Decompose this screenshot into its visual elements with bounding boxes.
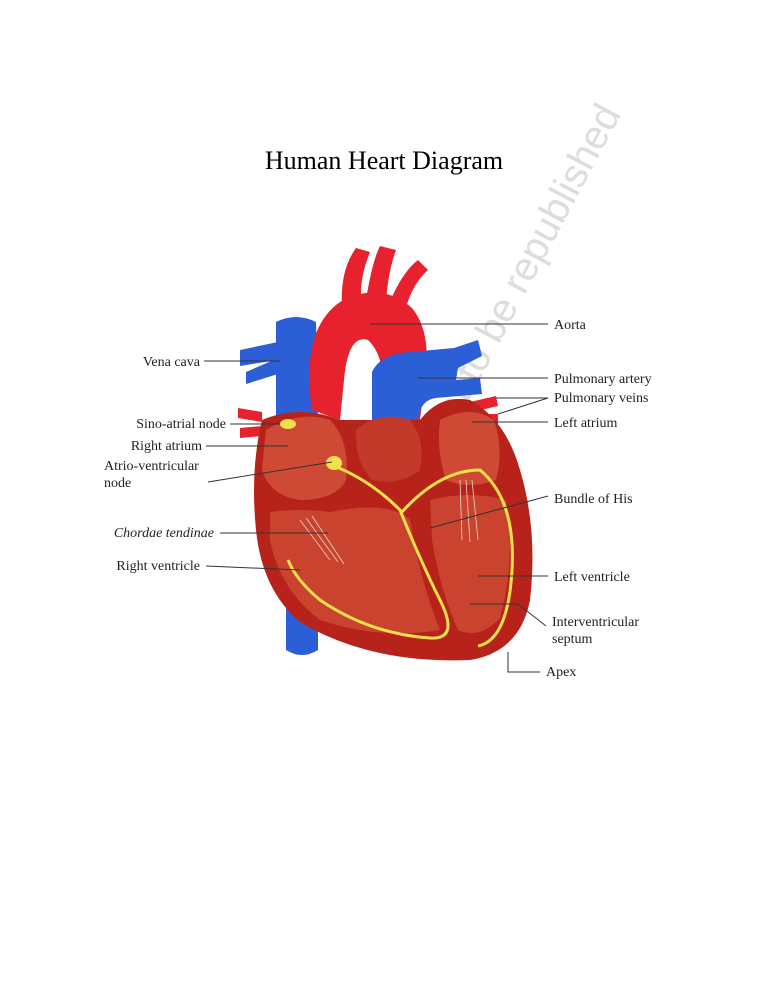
leader-apex [507, 652, 540, 673]
leader-bundle-of-his [429, 495, 549, 529]
leader-av-node [207, 461, 333, 483]
superior-vena-cava [276, 317, 318, 420]
bundle-branch-left [400, 468, 514, 648]
vena-cava-branch [246, 358, 278, 384]
vena-cava-branch [240, 342, 278, 366]
right-atrium-chamber [262, 416, 347, 500]
sa-node-mark [280, 419, 296, 429]
label-chordae-tendinae: Chordae tendinae [114, 526, 214, 541]
label-sino-atrial-node: Sino-atrial node [136, 417, 226, 432]
aortic-branch [388, 260, 428, 316]
right-ventricle-chamber [270, 507, 440, 634]
pulmonary-vein [240, 426, 262, 438]
pulmonary-artery [372, 340, 482, 420]
label-aorta: Aorta [554, 318, 587, 333]
leader-septum [517, 603, 547, 627]
label-av-node-line1: Atrio-ventricular [104, 459, 199, 474]
label-septum-line2: septum [552, 632, 593, 647]
label-vena-cava: Vena cava [143, 355, 201, 370]
pulmonary-vein [238, 408, 262, 422]
page-title: Human Heart Diagram [264, 146, 504, 175]
leader-right-ventricle [205, 565, 301, 571]
aortic-branch [366, 246, 396, 302]
left-atrium-chamber [438, 412, 500, 485]
conduction-system [280, 419, 514, 648]
label-pulmonary-veins: Pulmonary veins [554, 391, 649, 406]
leader-pulmonary-veins [497, 397, 549, 415]
label-bundle-of-his: Bundle of His [554, 492, 633, 507]
left-ventricle-chamber [430, 495, 510, 634]
valve-region [355, 416, 422, 482]
label-pulmonary-artery: Pulmonary artery [554, 372, 652, 387]
bundle-of-his-path [286, 464, 450, 640]
leader-lines [204, 323, 549, 673]
label-left-atrium: Left atrium [554, 416, 617, 431]
label-right-ventricle: Right ventricle [116, 559, 200, 574]
label-septum-line1: Interventricular [552, 615, 639, 630]
labels: Aorta Vena cava Pulmonary artery Pulmona… [104, 318, 652, 680]
label-av-node-line2: node [104, 476, 131, 491]
chordae-strands [299, 479, 479, 565]
label-apex: Apex [546, 665, 576, 680]
label-left-ventricle: Left ventricle [554, 570, 630, 585]
aortic-branch [341, 248, 370, 306]
label-right-atrium: Right atrium [131, 439, 202, 454]
